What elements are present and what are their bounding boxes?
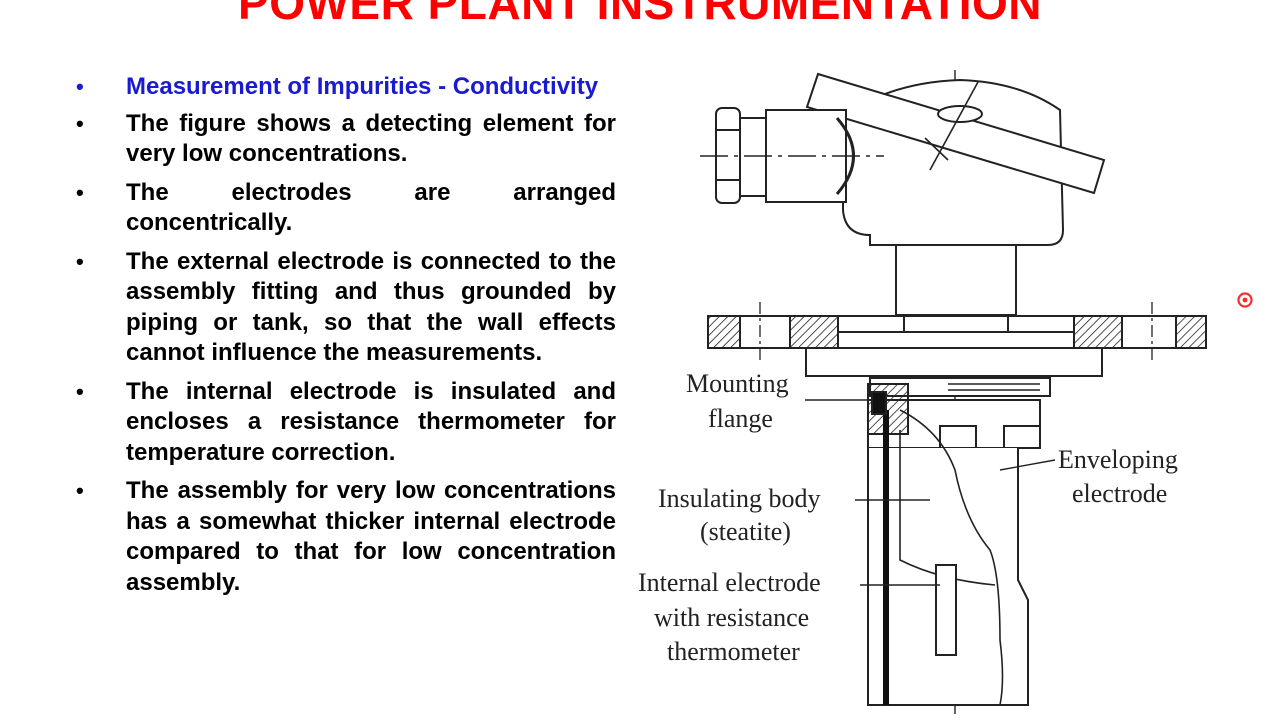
resistance-thermometer — [935, 564, 957, 656]
bullet-text: The figure shows a detecting element for… — [126, 109, 616, 168]
label-steatite: (steatite) — [700, 517, 791, 546]
bullet-heading: • Measurement of Impurities - Conductivi… — [70, 72, 616, 103]
label-with-resistance: with resistance — [654, 603, 809, 632]
bullet-item: • The figure shows a detecting element f… — [70, 109, 616, 170]
label-internal-electrode: Internal electrode — [638, 568, 821, 597]
bullet-item: • The electrodes are arranged concentric… — [70, 178, 616, 239]
label-enveloping: Enveloping — [1058, 445, 1178, 474]
slide-title: POWER PLANT INSTRUMENTATION — [238, 0, 1042, 29]
bullet-icon: • — [76, 74, 84, 99]
head-lid — [805, 72, 1106, 195]
laser-pointer-icon — [1237, 292, 1253, 308]
label-electrode: electrode — [1072, 479, 1167, 508]
label-thermometer: thermometer — [667, 637, 800, 666]
conductivity-cell-diagram: Mounting flange Insulating body (steatit… — [638, 70, 1207, 715]
heading-text: Measurement of Impurities - Conductivity — [126, 73, 599, 100]
bullet-icon: • — [76, 378, 84, 404]
housing-neck — [895, 244, 1017, 316]
bullet-icon: • — [76, 110, 84, 136]
label-mounting: Mounting — [686, 369, 789, 398]
bullet-item: • The assembly for very low concentratio… — [70, 476, 616, 598]
bullet-list: • Measurement of Impurities - Conductivi… — [70, 72, 616, 606]
bullet-item: • The external electrode is connected to… — [70, 247, 616, 369]
bullet-text: The electrodes are arranged concentrical… — [126, 178, 616, 237]
conductivity-cell-figure: Mounting flange Insulating body (steatit… — [628, 60, 1238, 720]
bullet-icon: • — [76, 179, 84, 205]
bullet-text: The internal electrode is insulated and … — [126, 377, 616, 466]
bullet-item: • The internal electrode is insulated an… — [70, 377, 616, 469]
label-flange: flange — [708, 404, 773, 433]
label-insulating-body: Insulating body — [658, 484, 821, 513]
bullet-text: The assembly for very low concentrations… — [126, 477, 616, 596]
bullet-icon: • — [76, 248, 84, 274]
bullet-icon: • — [76, 478, 84, 503]
bullet-text: The external electrode is connected to t… — [126, 247, 616, 367]
